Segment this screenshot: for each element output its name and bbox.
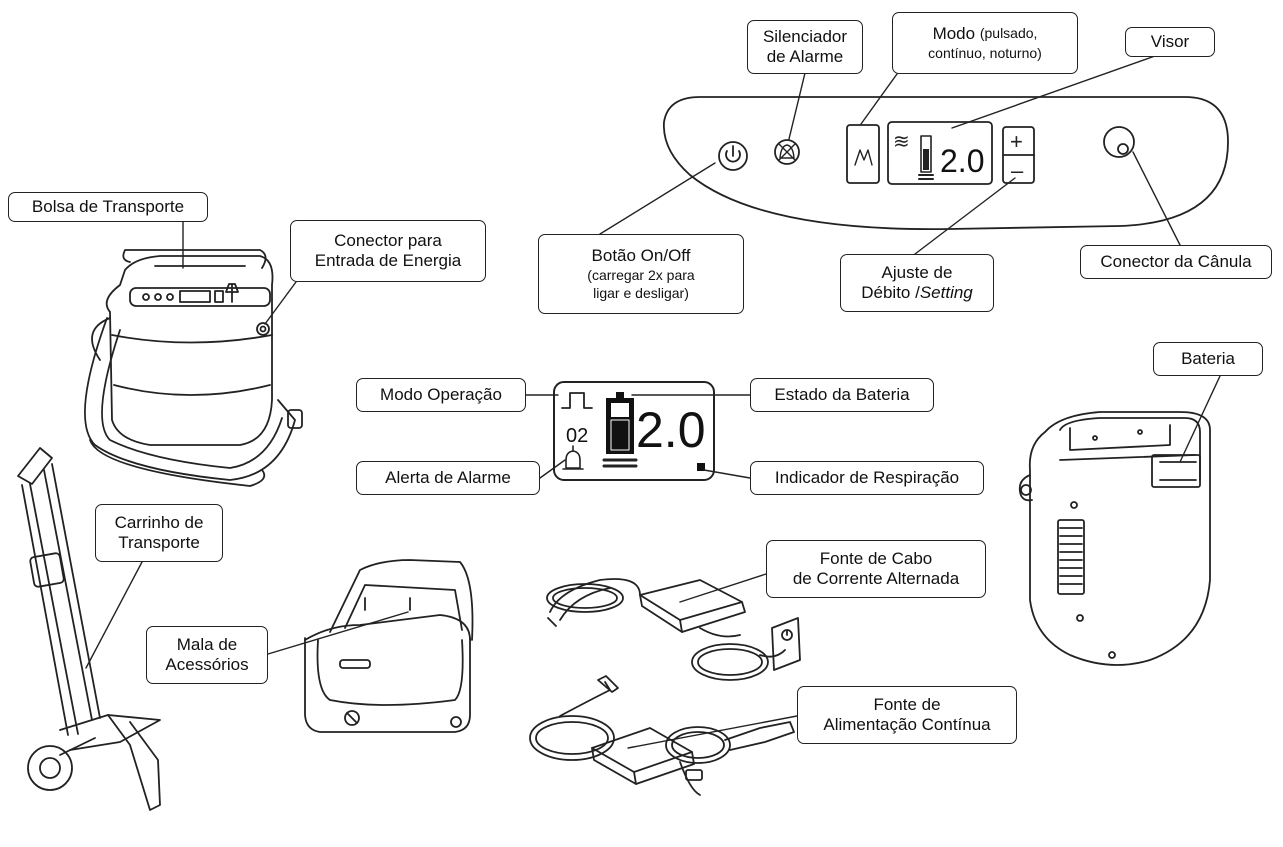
concentrator-battery-unit (1018, 411, 1211, 666)
callout-modo: Modo (pulsado, contínuo, noturno) (892, 12, 1078, 74)
bolsa-label: Bolsa de Transporte (31, 197, 185, 216)
screen-flow-value: 2.0 (636, 402, 706, 458)
bateria-label: Bateria (1181, 349, 1235, 368)
callout-estado-bateria: Estado da Bateria (750, 378, 934, 412)
energia-leader (264, 281, 297, 325)
callout-botao: Botão On/Off (carregar 2x para ligar e d… (538, 234, 744, 314)
estado-bateria-label: Estado da Bateria (774, 385, 910, 404)
callout-indicador-respiracao: Indicador de Respiração (750, 461, 984, 495)
dc-power-supply (529, 675, 795, 796)
ac-power-supply (546, 578, 801, 681)
callout-fonte-ca: Fonte de Cabo de Corrente Alternada (766, 540, 986, 598)
mala-line1: Mala de (176, 635, 238, 654)
mode-button-outline (846, 124, 880, 184)
botao-line2: (carregar 2x para (587, 267, 695, 283)
callout-bolsa: Bolsa de Transporte (8, 192, 208, 222)
callout-modo-operacao: Modo Operação (356, 378, 526, 412)
concentrator-with-strap (84, 249, 303, 487)
breath-indicator-icon (697, 463, 705, 471)
modo-paren-2: contínuo, noturno) (928, 45, 1042, 61)
power-icon (718, 141, 748, 171)
panel-battery-icon (918, 135, 934, 180)
bateria-leader (1179, 375, 1221, 463)
callout-bateria: Bateria (1153, 342, 1263, 376)
mala-line2: Acessórios (165, 655, 249, 674)
carrinho-line2: Transporte (118, 533, 200, 552)
vent-grille (1057, 519, 1085, 595)
indicador-respiracao-label: Indicador de Respiração (774, 468, 960, 487)
fonte-dc-line1: Fonte de (873, 695, 941, 714)
battery-icon (602, 392, 638, 468)
accessory-bag (304, 559, 474, 733)
botao-line3: ligar e desligar) (593, 285, 689, 301)
screen-display (553, 381, 715, 481)
carrinho-line1: Carrinho de (114, 513, 204, 532)
silenciador-line2: de Alarme (766, 47, 844, 66)
cannula-connector-icon (1103, 126, 1135, 158)
visor-label: Visor (1150, 32, 1190, 51)
minus-sign: – (1011, 158, 1024, 183)
panel-flow-value: 2.0 (940, 143, 984, 179)
callout-alerta-alarme: Alerta de Alarme (356, 461, 540, 495)
panel-display-outline (887, 121, 993, 185)
callout-carrinho: Carrinho de Transporte (95, 504, 223, 562)
energia-line2: Entrada de Energia (314, 251, 462, 270)
callout-fonte-dc: Fonte de Alimentação Contínua (797, 686, 1017, 744)
fonte-dc-line2: Alimentação Contínua (823, 715, 991, 734)
modo-paren-1: (pulsado, (979, 25, 1038, 41)
panel-pulse-glyph: ≋ (893, 131, 910, 153)
panel-leader-lines (599, 55, 1181, 255)
mala-leader (267, 611, 409, 655)
modo-operacao-label: Modo Operação (380, 385, 502, 404)
alarm-mute-icon (774, 139, 800, 165)
fonte-ca-line2: de Corrente Alternada (792, 569, 960, 588)
callout-silenciador: Silenciador de Alarme (747, 20, 863, 74)
fonte-ca-leader (679, 573, 767, 603)
fonte-ca-line1: Fonte de Cabo (819, 549, 933, 568)
fonte-dc-leader (627, 715, 798, 749)
callout-conector-canula: Conector da Cânula (1080, 245, 1272, 279)
control-panel (663, 96, 1229, 231)
carrinho-leader (85, 561, 143, 669)
ajuste-line1: Ajuste de (881, 263, 953, 282)
callout-ajuste: Ajuste de Débito / Setting (840, 254, 994, 312)
callout-conector-energia: Conector para Entrada de Energia (290, 220, 486, 282)
callout-visor: Visor (1125, 27, 1215, 57)
ajuste-line2-italic: Setting (919, 283, 973, 302)
pulse-mode-icon (561, 392, 593, 409)
silenciador-line1: Silenciador (762, 27, 848, 46)
botao-line1: Botão On/Off (591, 246, 691, 265)
alerta-alarme-label: Alerta de Alarme (385, 468, 511, 487)
bell-icon (562, 445, 584, 470)
screen-leader-lines (525, 394, 751, 479)
canula-label: Conector da Cânula (1100, 252, 1252, 271)
modo-main: Modo (932, 24, 976, 43)
mode-glyph (854, 149, 873, 166)
callout-mala: Mala de Acessórios (146, 626, 268, 684)
energia-line1: Conector para (334, 231, 442, 250)
trolley-cart (17, 447, 161, 811)
ajuste-line2-plain: Débito / (861, 283, 920, 302)
plus-sign: + (1010, 129, 1023, 154)
screen-o2-label: 02 (566, 425, 588, 447)
